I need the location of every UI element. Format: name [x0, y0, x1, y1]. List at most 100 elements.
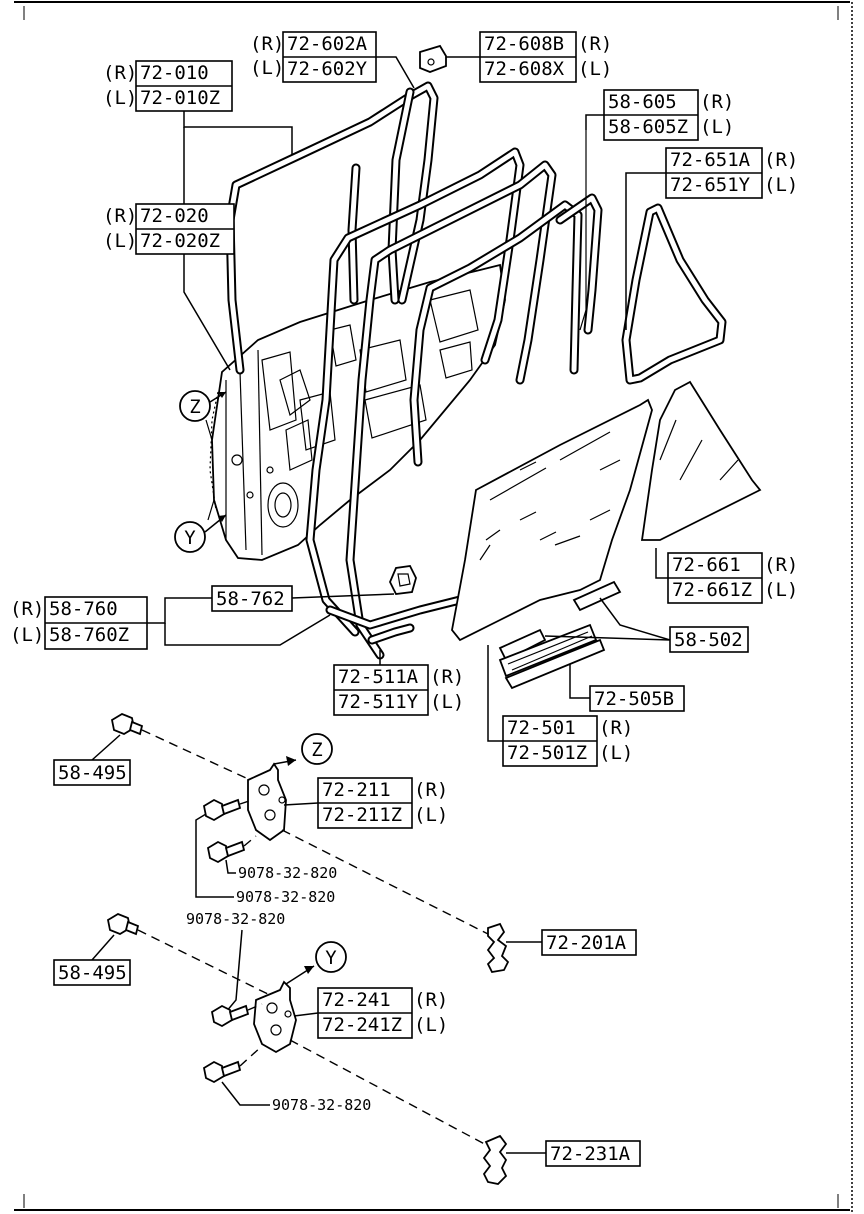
callout-58-495-lower-code: 58-495: [58, 962, 127, 984]
screw-upper-a-part: [202, 798, 242, 822]
callout-72-020: (R) (L) 72-020 72-020Z: [103, 203, 235, 371]
callout-72-241-l: (L): [414, 1014, 448, 1036]
glass-channel-58-502: [498, 580, 622, 690]
page-frame: [14, 1, 853, 1212]
y-marker-door-label: Y: [184, 527, 196, 549]
callout-72-231: 72-231A: [506, 1140, 641, 1167]
callout-72-651-l: (L): [764, 174, 798, 196]
bolt-58-495-upper-part: [110, 712, 144, 736]
callout-58-760-r: (R): [10, 598, 44, 620]
screw-lower-a-part: [210, 1004, 250, 1028]
callout-58-760-l-code: 58-760Z: [49, 624, 129, 646]
screw-upper-a-dash: [239, 799, 253, 805]
callout-72-201-code: 72-201A: [546, 932, 627, 954]
callout-9078-a: 9078-32-820: [225, 859, 337, 882]
callout-72-241-r-code: 72-241: [322, 989, 391, 1011]
bolt-upper-leader: [141, 729, 273, 791]
callout-72-602-l: (L): [250, 57, 284, 79]
callout-58-762-code: 58-762: [216, 588, 285, 610]
callout-72-010-l: (L): [103, 87, 137, 109]
callout-58-495-lower: 58-495: [53, 934, 131, 986]
callout-72-661-r: (R): [764, 554, 798, 576]
callout-58-605-l-code: 58-605Z: [608, 116, 688, 138]
callout-72-501-r: (R): [599, 717, 633, 739]
plate-72-231-part: [482, 1134, 508, 1185]
callout-72-511-r-code: 72-511A: [338, 666, 419, 688]
z-marker-hinge: Z: [273, 733, 333, 766]
callout-72-501-l: (L): [599, 742, 633, 764]
callout-9078-c-code: 9078-32-820: [186, 910, 285, 928]
callout-72-608-l-code: 72-608X: [484, 58, 565, 80]
callout-72-241: 72-241 72-241Z (R) (L): [293, 987, 448, 1039]
callout-72-608: 72-608B 72-608X (R) (L): [446, 31, 612, 83]
z-marker-door-label: Z: [189, 396, 200, 418]
y-marker-door: Y: [174, 514, 227, 553]
hinge-72-241-part: [253, 980, 297, 1054]
callout-58-605-r: (R): [700, 91, 734, 113]
callout-72-020-r: (R): [103, 205, 137, 227]
callout-58-502-code: 58-502: [674, 629, 743, 651]
screw-lower-b-dash: [239, 1045, 263, 1067]
bolt-58-495-lower-part: [106, 912, 140, 936]
callout-58-605-l: (L): [700, 116, 734, 138]
callout-72-211: 72-211 72-211Z (R) (L): [283, 777, 448, 829]
callout-72-511-l-code: 72-511Y: [338, 691, 419, 713]
callout-9078-c: 9078-32-820: [186, 910, 285, 1013]
callout-72-608-r: (R): [578, 33, 612, 55]
clip-58-762: [389, 565, 417, 595]
callout-72-661: 72-661 72-661Z (R) (L): [655, 548, 798, 604]
y-marker-hinge-label: Y: [325, 947, 337, 969]
callout-72-651-l-code: 72-651Y: [670, 174, 751, 196]
callout-72-231-code: 72-231A: [550, 1143, 631, 1165]
callout-72-211-r-code: 72-211: [322, 779, 391, 801]
callout-58-605-r-code: 58-605: [608, 91, 677, 113]
callout-72-501-l-code: 72-501Z: [507, 742, 587, 764]
callout-72-661-r-code: 72-661: [672, 554, 741, 576]
callout-72-241-l-code: 72-241Z: [322, 1014, 402, 1036]
callout-72-602-l-code: 72-602Y: [287, 58, 368, 80]
callout-72-602-r: (R): [250, 33, 284, 55]
bolt-lower-leader: [137, 929, 281, 1001]
callout-72-501: 72-501 72-501Z (R) (L): [487, 645, 633, 767]
callout-72-505: 72-505B: [569, 664, 685, 712]
door-glass-72-501: [451, 398, 653, 642]
callout-72-651-r-code: 72-651A: [670, 149, 751, 171]
callout-9078-b: 9078-32-820: [195, 813, 335, 906]
callout-72-602-r-code: 72-602A: [287, 33, 368, 55]
callout-58-760: (R) (L) 58-760 58-760Z: [10, 596, 331, 650]
garnish-72-608: [419, 44, 447, 73]
callout-58-762: 58-762: [211, 585, 395, 612]
callout-72-211-l-code: 72-211Z: [322, 804, 402, 826]
callout-72-608-l: (L): [578, 58, 612, 80]
door-weatherstrip-72-511: [305, 147, 557, 660]
callout-72-211-l: (L): [414, 804, 448, 826]
screw-lower-b-part: [202, 1060, 242, 1084]
hinge-72-211-part: [247, 762, 287, 842]
callout-72-511-r: (R): [430, 666, 464, 688]
callout-58-760-l: (L): [10, 624, 44, 646]
screw-upper-b-part: [206, 840, 246, 864]
callout-72-020-l-code: 72-020Z: [140, 230, 220, 252]
quarter-window-seal-72-651: [621, 203, 727, 385]
glass-run-58-605: [409, 130, 603, 467]
callout-72-010-r: (R): [103, 62, 137, 84]
callout-9078-a-code: 9078-32-820: [238, 864, 337, 882]
callout-72-505-code: 72-505B: [594, 688, 674, 710]
callout-72-511: 72-511A 72-511Y (R) (L): [333, 650, 464, 716]
callout-72-201: 72-201A: [506, 929, 637, 956]
callout-58-495-upper-code: 58-495: [58, 762, 127, 784]
callout-58-502: 58-502: [544, 597, 749, 653]
plate-72-201-part: [486, 922, 510, 973]
z-marker-hinge-label: Z: [311, 739, 322, 761]
callout-9078-d: 9078-32-820: [221, 1081, 371, 1114]
callout-58-495-upper: 58-495: [53, 734, 131, 786]
callout-72-501-r-code: 72-501: [507, 717, 576, 739]
callout-72-010-l-code: 72-010Z: [140, 87, 220, 109]
callout-72-010: (R) (L) 72-010 72-010Z: [103, 60, 293, 204]
z-marker-door: Z: [179, 390, 227, 422]
plate-lower-leader: [289, 1039, 493, 1149]
quarter-glass-72-661: [640, 380, 762, 541]
callout-72-020-l: (L): [103, 230, 137, 252]
callout-72-661-l-code: 72-661Z: [672, 579, 752, 601]
screw-upper-b-dash: [243, 835, 257, 847]
